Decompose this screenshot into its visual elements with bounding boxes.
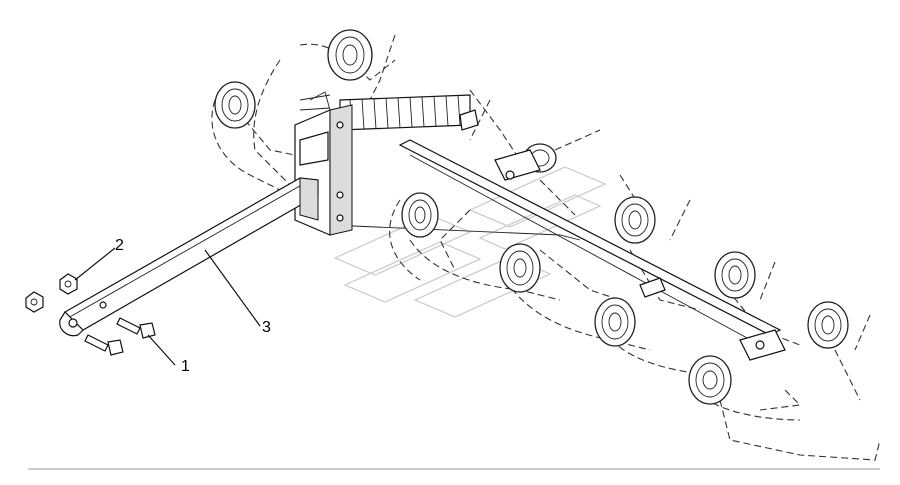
watermark-logo: [333, 166, 607, 318]
coil: [714, 251, 756, 299]
leader-line-3: [204, 249, 261, 327]
coil: [499, 243, 541, 293]
callout-3: 3: [262, 319, 271, 336]
rake-tines-phantom: [211, 34, 881, 461]
rake-frame: [329, 139, 782, 346]
tine-coils: [214, 29, 849, 405]
coil: [214, 81, 256, 129]
coil: [614, 196, 656, 244]
leader-line-2: [74, 247, 116, 281]
callout-2: 2: [115, 237, 124, 254]
coil: [327, 29, 373, 81]
support-arm: [59, 177, 319, 337]
nuts: [25, 273, 78, 313]
bolts: [84, 317, 156, 356]
coil: [807, 301, 849, 349]
coil: [688, 355, 732, 405]
coil: [401, 192, 439, 238]
linkage-hardware: [459, 109, 786, 361]
callout-1: 1: [181, 358, 190, 375]
coil: [594, 297, 636, 347]
callout-labels: 1 2 3: [115, 237, 271, 375]
leader-line-1: [147, 334, 176, 366]
leader-lines: [74, 247, 261, 366]
